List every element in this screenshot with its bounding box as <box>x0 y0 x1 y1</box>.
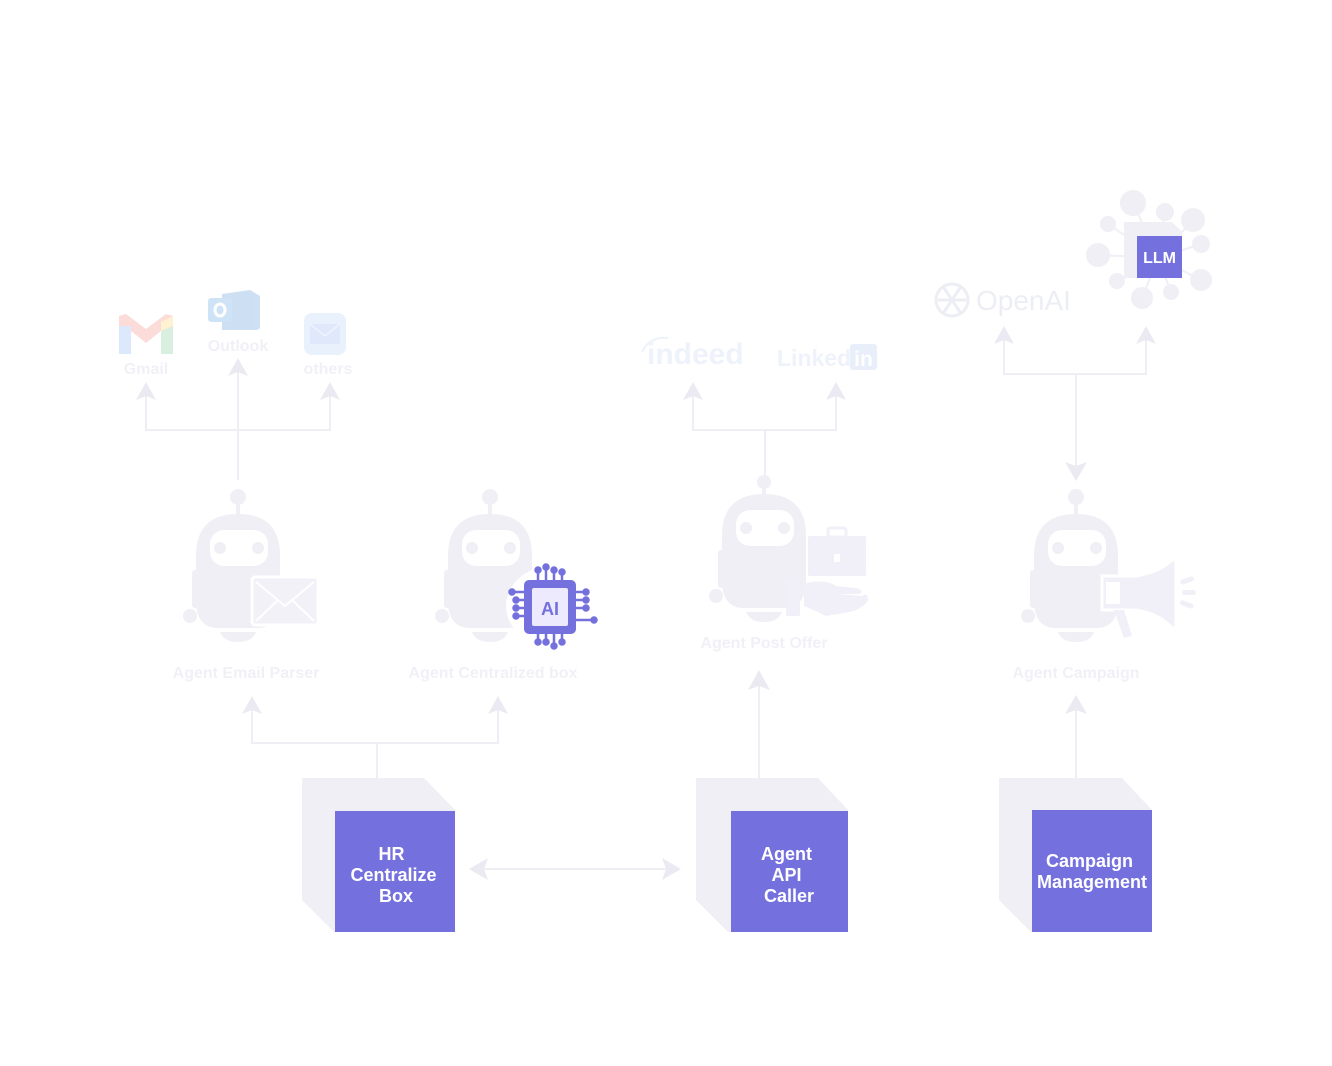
arrow-up-email-parser <box>242 696 262 714</box>
connector-campaign-openai <box>1003 336 1076 375</box>
envelope-icon <box>250 575 320 627</box>
connector-campaign-llm <box>1076 336 1147 375</box>
connector-hr-email <box>251 706 378 778</box>
arrow-left-hr <box>469 858 488 880</box>
arrow-up-agent-campaign <box>1065 695 1087 714</box>
connector-post-linkedin <box>765 392 837 431</box>
gmail-logo: Gmail <box>119 314 173 378</box>
agent-api-caller-box: Agent API Caller <box>696 778 848 932</box>
campaign-management-box: Campaign Management <box>999 778 1152 932</box>
robot-icon <box>709 475 806 622</box>
indeed-label: indeed <box>647 338 744 371</box>
megaphone-icon <box>1100 558 1196 638</box>
others-label: others <box>304 361 353 378</box>
ai-chip-label: AI <box>541 599 559 619</box>
arrow-down-campaign <box>1065 462 1087 481</box>
connector-email-gmail <box>145 392 239 480</box>
arrow-up-centralized <box>488 696 508 714</box>
arrow-up-indeed <box>683 382 703 400</box>
arrow-up-llm <box>1136 326 1156 344</box>
box-face <box>1032 810 1152 932</box>
openai-label: OpenAI <box>976 285 1071 316</box>
robot-icon <box>1021 489 1118 642</box>
llm-network: LLM <box>1086 190 1212 309</box>
linkedin-logo: Linked in <box>777 344 877 371</box>
outlook-logo: Outlook <box>208 290 269 355</box>
outlook-icon <box>208 290 260 330</box>
arrow-right-api <box>662 858 681 880</box>
hr-centralize-box: HR Centralize Box <box>302 778 455 932</box>
agent-campaign: Agent Campaign <box>1012 489 1196 682</box>
gmail-label: Gmail <box>124 361 168 378</box>
agent-centralized-box: AI Agent Centralized box <box>409 489 598 682</box>
connectors <box>145 336 1147 870</box>
connector-hr-centralized <box>377 706 499 744</box>
openai-icon <box>934 282 970 318</box>
connector-post-indeed <box>692 392 766 476</box>
llm-box <box>1137 236 1182 278</box>
agent-post-offer: Agent Post Offer <box>700 475 868 652</box>
arrow-up-post-offer <box>748 670 770 690</box>
box-face <box>335 811 455 932</box>
agent-label: Agent Post Offer <box>700 635 827 652</box>
ai-chip-icon: AI <box>506 563 598 650</box>
gmail-icon <box>119 314 173 354</box>
box-label: HR Centralize Box <box>350 844 441 906</box>
linkedin-badge-label: in <box>854 348 873 371</box>
box-label: Campaign Management <box>1037 851 1147 892</box>
box-face <box>731 811 848 932</box>
briefcase-hand-icon <box>786 526 868 616</box>
openai-logo: OpenAI <box>934 282 1071 318</box>
agent-email-parser: Agent Email Parser <box>173 489 320 682</box>
indeed-arc-icon <box>641 336 669 353</box>
linkedin-badge <box>850 344 877 370</box>
agent-label: Agent Email Parser <box>173 665 320 682</box>
arrow-up-gmail <box>136 382 156 400</box>
outlook-label: Outlook <box>208 338 269 355</box>
mail-app-icon <box>304 313 346 355</box>
arrow-up-outlook <box>228 358 248 376</box>
llm-label: LLM <box>1143 250 1176 267</box>
arrow-up-openai <box>994 326 1014 344</box>
agent-label: Agent Centralized box <box>409 665 578 682</box>
box-label: Agent API Caller <box>761 844 817 906</box>
arrow-up-others <box>320 382 340 400</box>
indeed-logo: indeed <box>641 336 744 371</box>
agent-label: Agent Campaign <box>1012 665 1139 682</box>
linkedin-label: Linked <box>777 345 851 371</box>
connector-email-others <box>238 392 331 431</box>
arrowheads <box>136 326 1156 880</box>
others-mail-logo: others <box>304 313 353 378</box>
arrow-up-linkedin <box>826 382 846 400</box>
